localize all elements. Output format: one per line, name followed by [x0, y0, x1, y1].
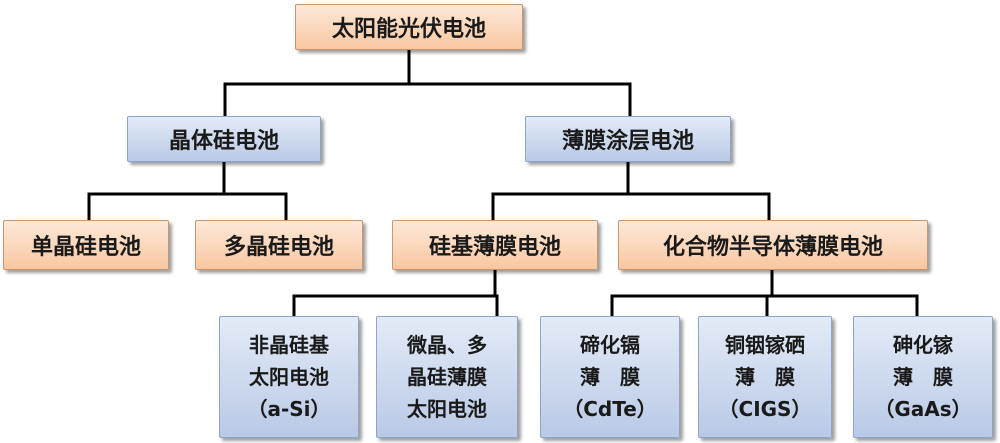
- leaf-cdte-line-1: 碲化镉: [580, 333, 640, 357]
- connector-sibased-to-leaves: [292, 268, 499, 318]
- node-root-label: 太阳能光伏电池: [331, 17, 486, 42]
- node-crystalline: 晶体硅电池: [127, 116, 321, 162]
- leaf-cigs-line-3: （CIGS）: [718, 397, 812, 421]
- leaf-cdte-line-2: 薄膜: [580, 365, 660, 389]
- node-leaf-micro: 微晶、多 晶硅薄膜 太阳电池: [376, 316, 518, 438]
- node-si-based: 硅基薄膜电池: [392, 220, 598, 270]
- leaf-gaas-line-1: 砷化镓: [893, 333, 953, 357]
- node-compound: 化合物半导体薄膜电池: [618, 220, 928, 270]
- leaf-cigs-line-1: 铜铟镓硒: [725, 333, 805, 357]
- leaf-asi-line-3: （a-Si）: [247, 397, 331, 421]
- node-poly-label: 多晶硅电池: [223, 235, 334, 260]
- node-thin-film-label: 薄膜涂层电池: [561, 129, 694, 154]
- node-root: 太阳能光伏电池: [295, 4, 523, 50]
- node-mono: 单晶硅电池: [3, 220, 169, 270]
- node-compound-label: 化合物半导体薄膜电池: [662, 235, 883, 260]
- leaf-micro-line-3: 太阳电池: [407, 397, 487, 421]
- node-crystalline-label: 晶体硅电池: [168, 129, 279, 154]
- node-leaf-cigs: 铜铟镓硒 薄膜 （CIGS）: [698, 316, 832, 438]
- connector-crystalline-to-children: [87, 160, 288, 222]
- leaf-gaas-line-2: 薄膜: [893, 365, 973, 389]
- connector-root-to-level2: [223, 48, 632, 118]
- leaf-asi-line-2: 太阳电池: [249, 365, 329, 389]
- leaf-cdte-line-3: （CdTe）: [563, 397, 657, 421]
- connector-thinfilm-to-children: [491, 160, 771, 222]
- node-leaf-asi: 非晶硅基 太阳电池 （a-Si）: [219, 316, 359, 438]
- leaf-cigs-line-2: 薄膜: [735, 365, 815, 389]
- leaf-gaas-line-3: （GaAs）: [874, 397, 972, 421]
- node-thin-film: 薄膜涂层电池: [525, 116, 731, 162]
- node-si-based-label: 硅基薄膜电池: [428, 235, 561, 260]
- leaf-micro-line-2: 晶硅薄膜: [407, 365, 487, 389]
- node-poly: 多晶硅电池: [195, 220, 363, 270]
- leaf-asi-line-1: 非晶硅基: [249, 333, 329, 357]
- node-mono-label: 单晶硅电池: [30, 235, 141, 260]
- leaf-micro-line-1: 微晶、多: [407, 333, 487, 357]
- connector-compound-to-leaves: [610, 268, 919, 318]
- node-leaf-cdte: 碲化镉 薄膜 （CdTe）: [540, 316, 680, 438]
- node-leaf-gaas: 砷化镓 薄膜 （GaAs）: [853, 316, 993, 438]
